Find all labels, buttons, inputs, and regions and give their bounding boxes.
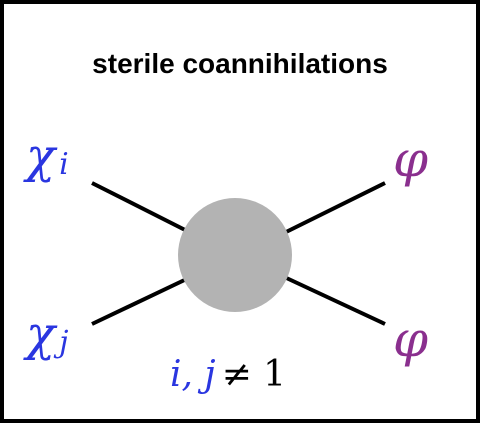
- outgoing-line-bottom: [279, 273, 386, 326]
- chi-symbol: χ: [23, 128, 58, 184]
- condition-indices: i, j: [170, 354, 216, 395]
- particle-label-phi-bottom: φ: [393, 310, 428, 368]
- index-condition: i, j≠ 1: [170, 354, 286, 395]
- incoming-line-top: [91, 181, 196, 237]
- outgoing-line-top: [279, 181, 386, 237]
- incoming-line-bottom: [91, 273, 196, 326]
- diagram-title: sterile coannihilations: [92, 48, 388, 79]
- chi-subscript-i: i: [59, 147, 69, 182]
- interaction-vertex: [178, 198, 292, 312]
- chi-subscript-j: j: [53, 325, 68, 360]
- chi-symbol: χ: [23, 306, 58, 362]
- condition-relation: ≠ 1: [222, 354, 287, 395]
- particle-label-phi-top: φ: [393, 130, 428, 188]
